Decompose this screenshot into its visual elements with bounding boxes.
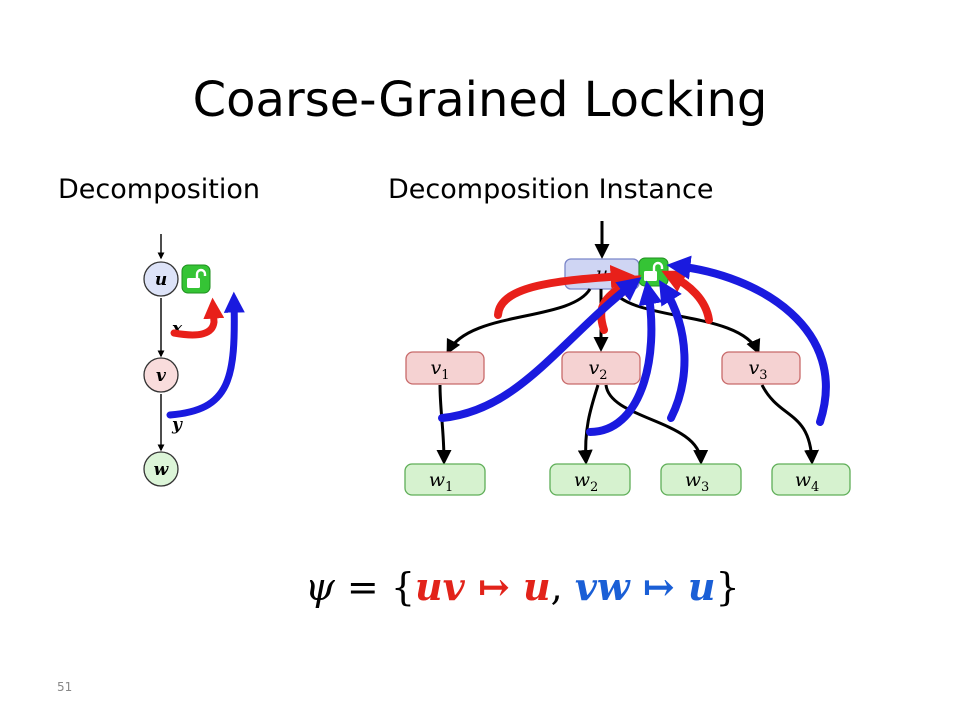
blue-arc-w1: [438, 277, 642, 422]
edge-label-y: y: [171, 415, 183, 435]
node-w1-label: w1: [429, 469, 454, 495]
node-w1: w1: [404, 463, 486, 496]
lock-mapping-formula: ψ = {uv ↦ u, vw ↦ u}: [305, 564, 740, 609]
node-u-label: u: [155, 270, 167, 290]
comma: ,: [550, 565, 575, 609]
blue-arc-w3: [658, 279, 689, 422]
node-v3: v3: [721, 351, 801, 385]
unlocked-padlock-icon-instance: [638, 257, 669, 287]
close-brace: }: [715, 565, 740, 609]
node-v-label: v: [156, 366, 167, 386]
node-v1: v1: [405, 351, 485, 385]
node-w3-label: w3: [685, 469, 710, 495]
decomposition-instance-heading: Decomposition Instance: [388, 174, 714, 205]
node-u: u: [143, 261, 179, 297]
node-v: v: [143, 357, 179, 393]
node-w4: w4: [771, 463, 851, 496]
edge-v3-w4: [760, 384, 820, 465]
slide-title: Coarse-Grained Locking: [192, 72, 768, 128]
node-w-label: w: [154, 460, 170, 480]
vw-mapping: vw ↦ u: [574, 564, 716, 609]
blue-arc-w2: [586, 280, 663, 436]
unlocked-padlock-icon: [181, 264, 211, 294]
node-w4-label: w4: [795, 469, 820, 495]
node-w: w: [143, 451, 179, 487]
equals-sign: =: [334, 565, 391, 609]
node-w3: w3: [660, 463, 742, 496]
page-number: 51: [57, 680, 73, 694]
open-brace: {: [390, 565, 415, 609]
red-arc-v1: [494, 264, 635, 319]
edge-u-v1: [446, 288, 592, 355]
node-v2-label: v2: [588, 357, 607, 383]
node-w2-label: w2: [574, 469, 599, 495]
node-w2: w2: [549, 463, 631, 496]
uv-mapping: uv ↦ u: [415, 564, 551, 609]
edge-v1-w1: [436, 384, 452, 465]
node-v1-label: v1: [430, 357, 449, 383]
right-decomposition-instance: u v1 v2 v3 w1 w2: [404, 221, 851, 496]
edge-v2-w2: [577, 384, 600, 465]
psi-symbol: ψ: [305, 565, 335, 609]
node-v3-label: v3: [748, 357, 767, 383]
edge-v2-w3: [604, 384, 709, 465]
node-v2: v2: [561, 351, 641, 385]
blue-arc-left: [166, 291, 245, 419]
left-decomposition: u v w x y: [143, 234, 245, 487]
red-arc-left: [170, 297, 225, 339]
blue-arc-w4: [666, 255, 830, 426]
decomposition-heading: Decomposition: [58, 174, 261, 205]
